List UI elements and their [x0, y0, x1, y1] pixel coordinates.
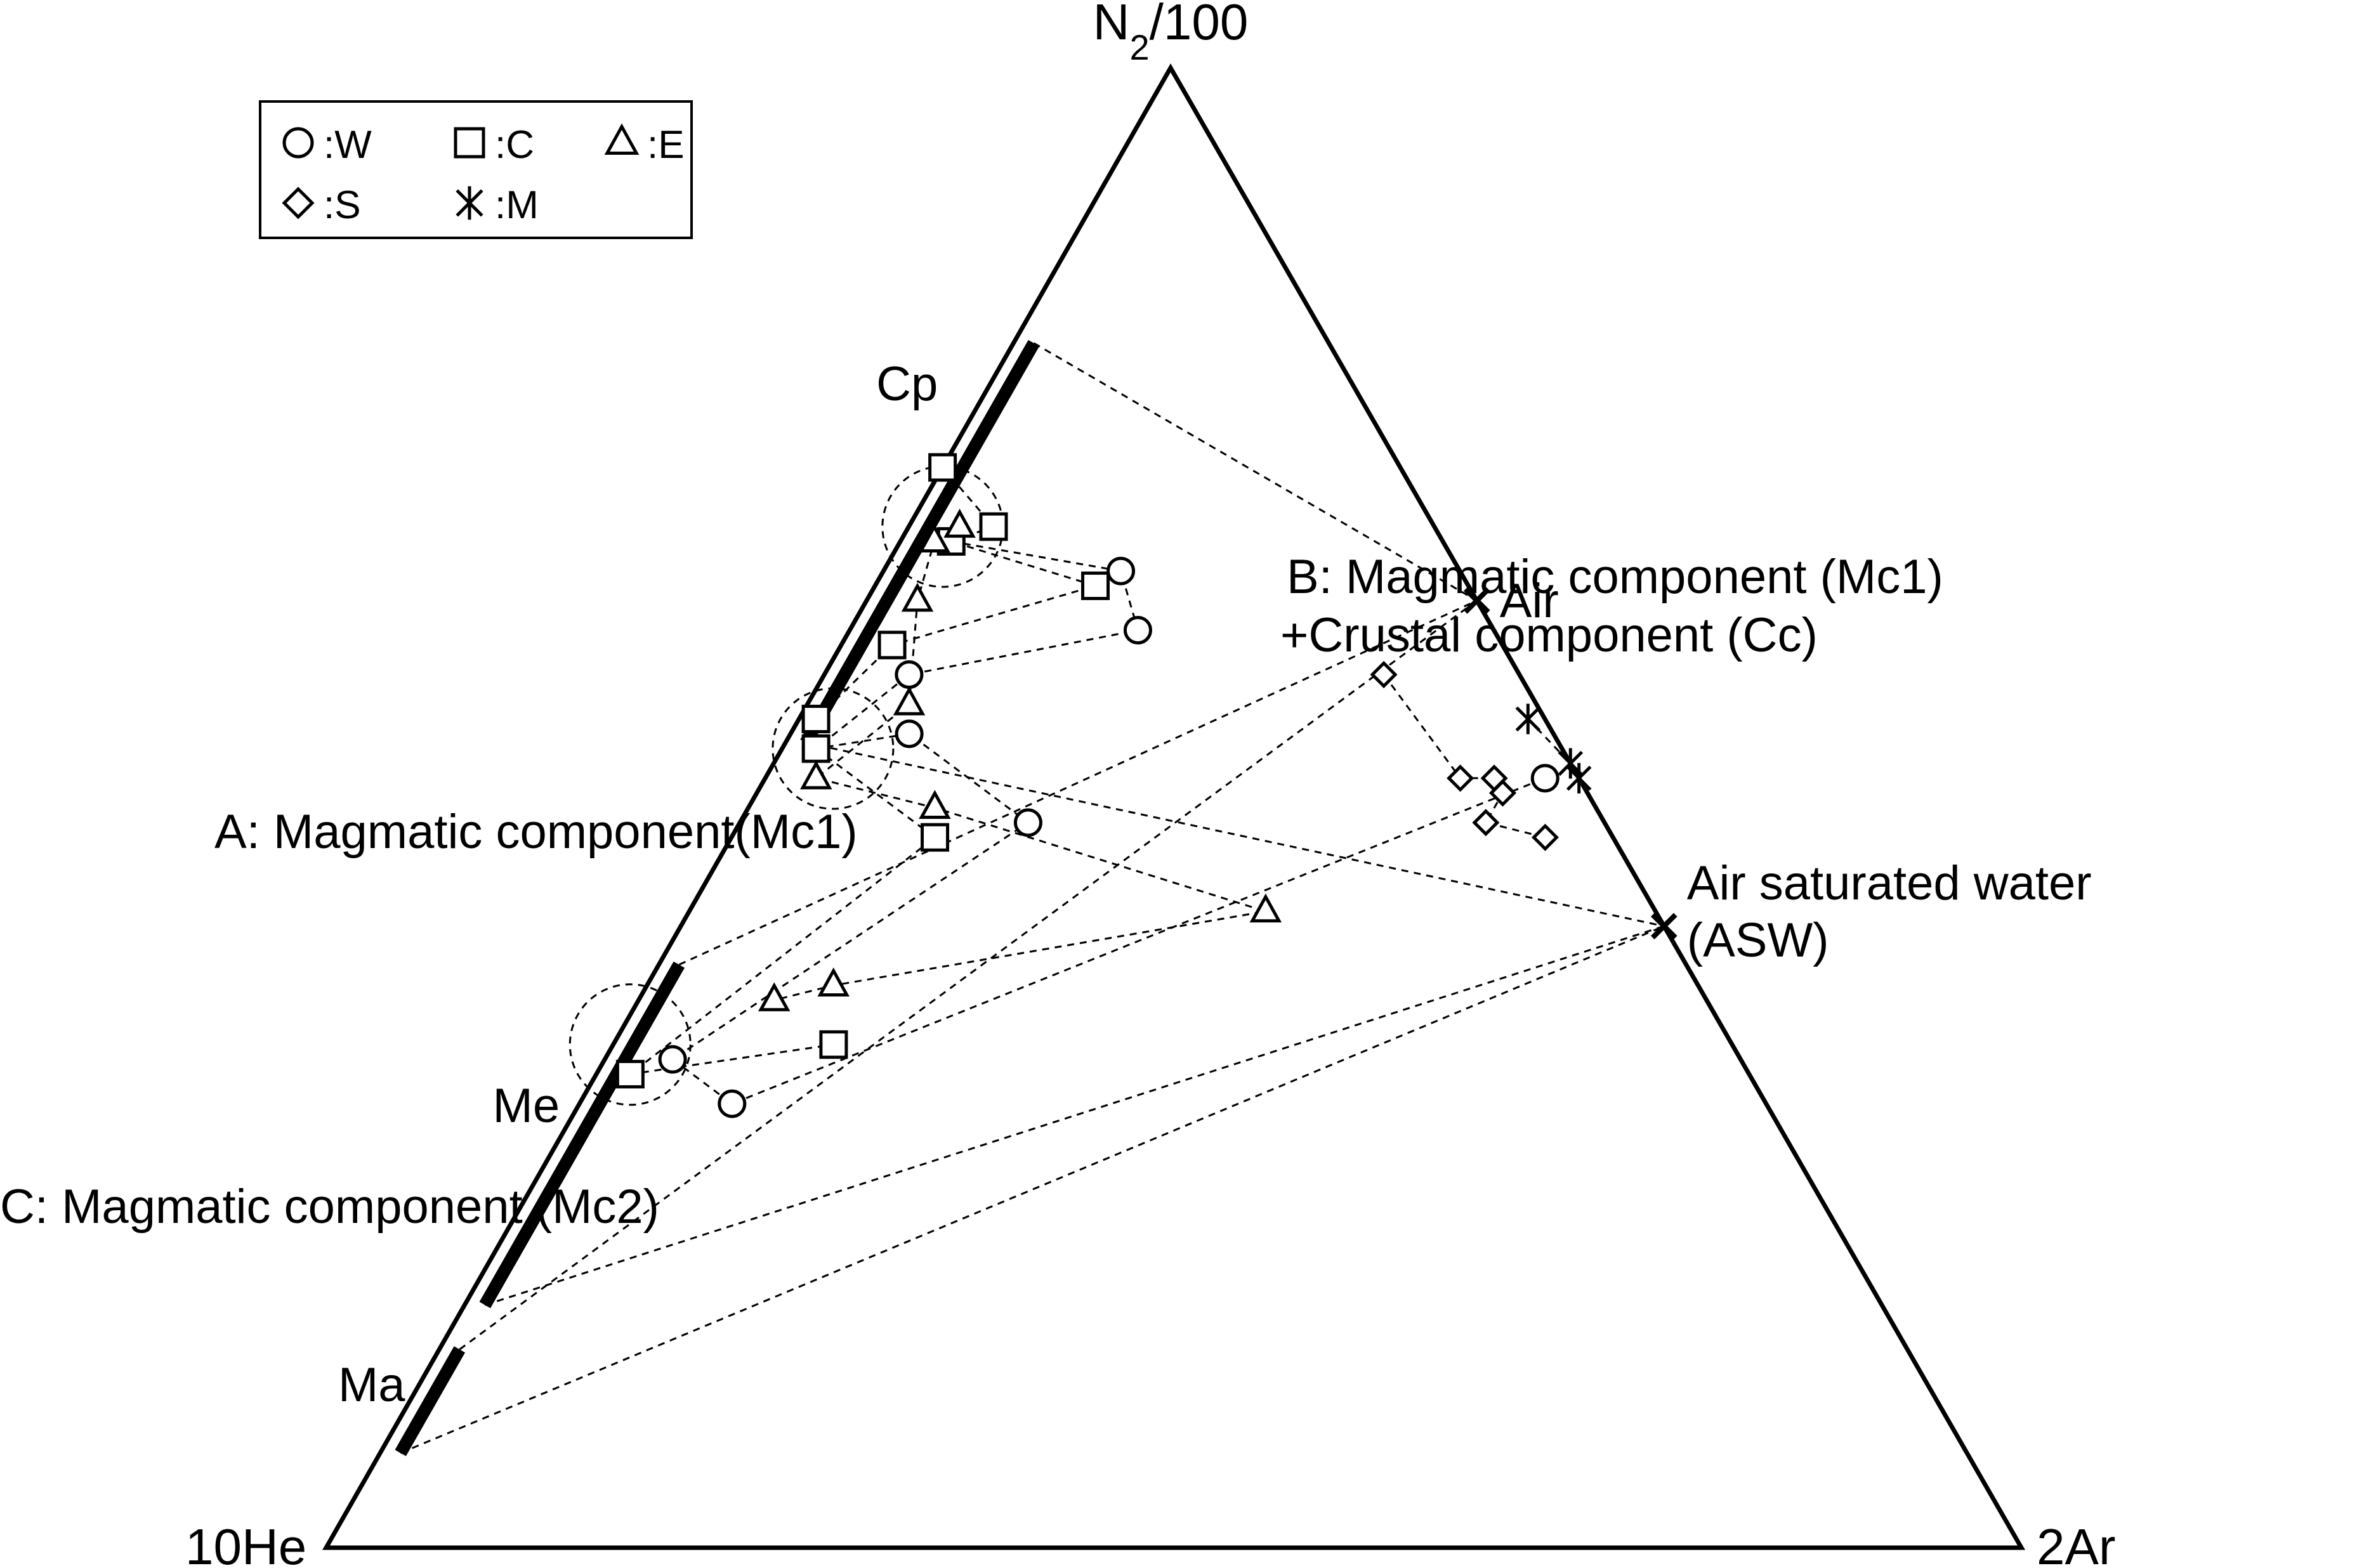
- cluster-circle: [568, 983, 692, 1106]
- field-label-me: Me: [493, 1079, 560, 1133]
- legend-marker-circle: [282, 127, 314, 159]
- point-square: [979, 512, 1008, 541]
- point-circle: [658, 1045, 687, 1074]
- point-diamond: [1472, 809, 1500, 837]
- point-circle: [895, 660, 924, 689]
- point-asterisk: [1566, 762, 1592, 794]
- point-triangle: [800, 760, 832, 790]
- field-bar-ma: [395, 1346, 466, 1456]
- point-square: [801, 734, 831, 763]
- legend-label-asterisk: :M: [495, 183, 539, 227]
- point-triangle: [901, 582, 934, 612]
- point-circle: [895, 719, 924, 748]
- point-diamond: [1447, 764, 1474, 792]
- top-vertex-label: N2/100: [1093, 0, 1249, 67]
- series-trend-line: [1382, 674, 1546, 839]
- reference-marker: [1463, 587, 1490, 614]
- mixing-line: [484, 925, 1665, 1306]
- point-square: [801, 705, 831, 734]
- mixing-line: [1033, 342, 1478, 602]
- point-square: [819, 1030, 848, 1059]
- point-triangle: [919, 790, 951, 819]
- point-square: [921, 823, 950, 852]
- point-triangle: [817, 967, 850, 996]
- legend-label-circle: :W: [324, 123, 372, 167]
- annotation-label: B: Magmatic component (Mc1): [1287, 550, 1943, 604]
- point-asterisk: [1515, 703, 1541, 735]
- legend-marker-square: [454, 127, 485, 159]
- point-triangle: [1249, 893, 1282, 923]
- point-triangle: [918, 523, 950, 553]
- left-vertex-label: 10He: [185, 1519, 306, 1568]
- point-asterisk-strokes: [1515, 703, 1541, 735]
- point-circle: [1106, 556, 1136, 585]
- field-label-ma: Ma: [338, 1358, 405, 1412]
- point-diamond: [1531, 823, 1559, 851]
- series-trend-line: [773, 525, 1266, 1002]
- point-circle: [1530, 764, 1560, 793]
- point-triangle: [893, 686, 926, 715]
- field-bar-me: [479, 961, 685, 1309]
- annotation-label: C: Magmatic component (Mc2): [0, 1180, 659, 1234]
- reference-label-line2: (ASW): [1687, 913, 1829, 967]
- legend: :W :C :E :S :M: [259, 100, 693, 239]
- legend-label-square: :C: [495, 123, 534, 167]
- point-square: [1081, 572, 1110, 601]
- point-circle: [1013, 808, 1042, 837]
- right-vertex-label: 2Ar: [2037, 1519, 2116, 1568]
- legend-marker-diamond: [282, 186, 315, 219]
- point-asterisk-strokes: [1566, 762, 1592, 794]
- mixing-line: [805, 742, 1665, 927]
- series-trend-line: [626, 466, 1099, 1076]
- point-square: [615, 1059, 645, 1088]
- ternary-frame: [322, 63, 2026, 1550]
- legend-box: [259, 100, 693, 239]
- point-triangle: [943, 509, 976, 538]
- point-square: [928, 453, 957, 482]
- mixing-line: [459, 599, 1478, 1350]
- field-label-cp: Cp: [876, 357, 938, 411]
- legend-label-diamond: :S: [324, 183, 361, 227]
- legend-label-triangle: :E: [647, 123, 685, 167]
- annotation-label: A: Magmatic component(Mc1): [214, 805, 858, 859]
- point-triangle: [758, 982, 791, 1012]
- point-diamond: [1488, 779, 1517, 807]
- point-diamond: [1370, 660, 1398, 689]
- legend-marker-triangle: [604, 123, 640, 155]
- annotation-label: +Crustal component (Cc): [1280, 608, 1818, 662]
- point-circle: [718, 1089, 747, 1118]
- cluster-circle: [772, 687, 895, 810]
- mixing-line: [678, 599, 1478, 966]
- field-bar-cp: [800, 339, 1040, 746]
- point-circle: [1123, 616, 1152, 645]
- legend-marker-asterisk-strokes: [456, 186, 483, 220]
- reference-label: Air saturated water: [1687, 856, 2092, 910]
- point-square: [877, 630, 907, 660]
- reference-marker: [1650, 913, 1678, 939]
- reference-label: Air: [1500, 574, 1559, 628]
- legend-marker-asterisk: [456, 186, 483, 220]
